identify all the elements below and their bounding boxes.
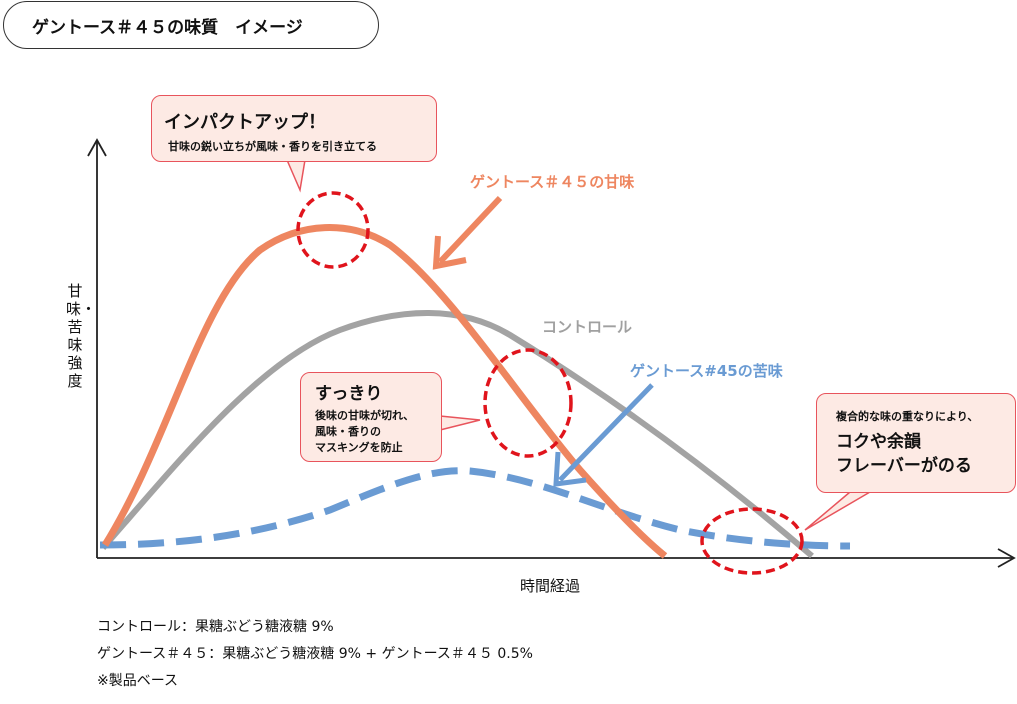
note-control: コントロール：果糖ぶどう糖液糖 9% xyxy=(97,619,334,635)
bitter-arrowhead xyxy=(553,451,587,487)
callout-impact-heading: インパクトアップ！ xyxy=(164,112,326,133)
note-gentose: ゲントース＃４５：果糖ぶどう糖液糖 9% + ゲントース＃４５ 0.5% xyxy=(97,646,533,662)
callout-kokumi-intro: 複合的な味の重なりにより、 xyxy=(836,410,979,423)
bitter-pointer-arrow xyxy=(558,383,654,482)
y-axis-label: 甘味・苦味強度 xyxy=(66,282,97,390)
highlight-circle-aftertaste xyxy=(483,348,573,458)
y-axis-arrowhead xyxy=(87,138,107,157)
label-bitter-series: ゲントース#45の苦味 xyxy=(630,362,783,380)
page-title: ゲントース＃４５の味質 イメージ xyxy=(32,17,303,38)
highlight-circle-peak xyxy=(296,191,370,269)
notes: コントロール：果糖ぶどう糖液糖 9% ゲントース＃４５：果糖ぶどう糖液糖 9% … xyxy=(97,614,533,695)
callout-impact: インパクトアップ！ 甘味の鋭い立ちが風味・香りを引き立てる xyxy=(151,95,437,162)
control-curve xyxy=(100,310,814,559)
callout-kokumi: 複合的な味の重なりにより、 コクや余韻 フレーバーがのる xyxy=(816,393,1016,493)
x-axis-label: 時間経過 xyxy=(520,577,581,595)
callout-clean-line-1: 後味の甘味が切れ、 xyxy=(315,409,415,422)
title-banner: ゲントース＃４５の味質 イメージ xyxy=(3,1,379,49)
bitter-curve xyxy=(99,467,851,550)
callout-clean-line-2: 風味・香りの xyxy=(315,425,381,438)
sweet-curve xyxy=(102,224,668,559)
callout-kokumi-tail xyxy=(804,491,871,531)
sweet-pointer-arrow xyxy=(437,195,503,265)
note-base: ※製品ベース xyxy=(97,673,179,689)
label-control-series: コントロール xyxy=(542,318,633,336)
callout-clean: すっきり 後味の甘味が切れ、 風味・香りの マスキングを防止 xyxy=(300,372,442,462)
callout-impact-body: 甘味の鋭い立ちが風味・香りを引き立てる xyxy=(168,140,377,153)
highlight-circle-overlap xyxy=(700,507,804,575)
callout-clean-heading: すっきり xyxy=(315,384,383,404)
x-axis-arrowhead xyxy=(997,548,1016,568)
callout-clean-line-3: マスキングを防止 xyxy=(315,441,403,454)
callout-clean-tail xyxy=(439,415,481,431)
callout-impact-tail xyxy=(286,159,306,193)
label-sweet-series: ゲントース＃４５の甘味 xyxy=(470,173,635,191)
sweet-arrowhead xyxy=(432,235,467,270)
callout-kokumi-heading-2: フレーバーがのる xyxy=(836,456,972,476)
callout-kokumi-heading-1: コクや余韻 xyxy=(836,432,921,452)
